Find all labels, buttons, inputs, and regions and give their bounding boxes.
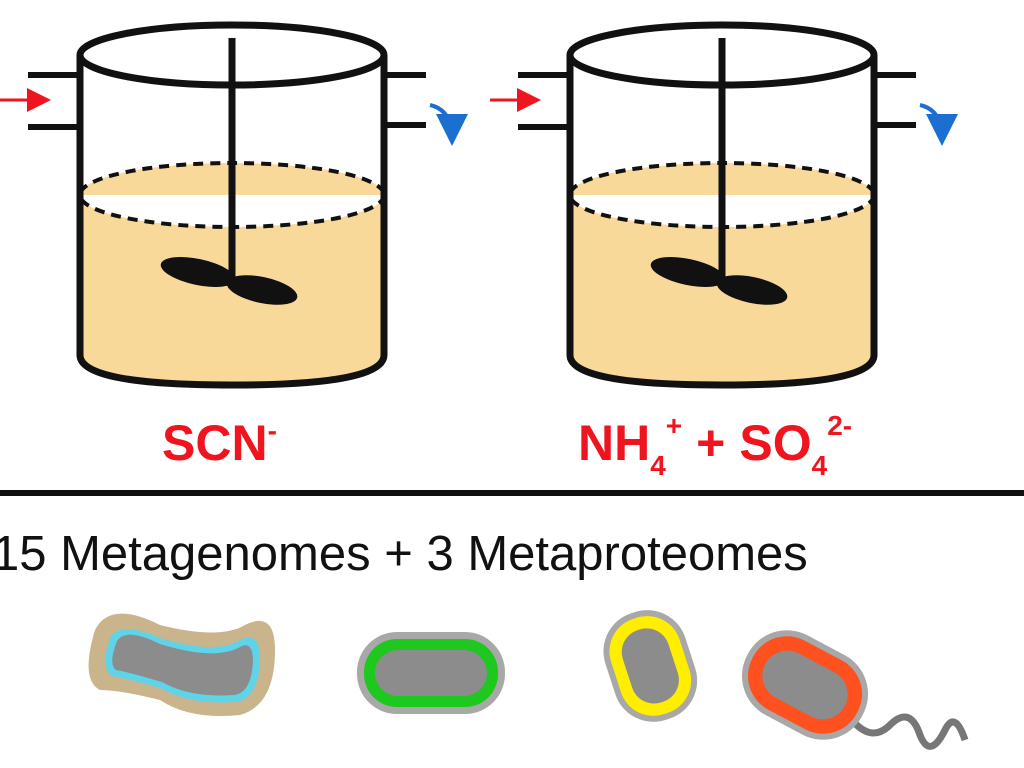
bacterium-orange-flagellated (741, 630, 969, 750)
reactor-1-label: SCN- (162, 415, 277, 471)
divider-line (0, 490, 1024, 496)
bacterium-green (357, 632, 505, 714)
flagellum (845, 712, 969, 750)
reactor-nh4-so4 (490, 25, 942, 385)
reactor-scn (0, 25, 452, 385)
bacterium-cyan (88, 613, 275, 716)
reactor-2-label: NH4++SO42- (578, 410, 852, 481)
bacterium-yellow (603, 610, 698, 722)
caption: 15 Metagenomes + 3 Metaproteomes (0, 527, 808, 581)
